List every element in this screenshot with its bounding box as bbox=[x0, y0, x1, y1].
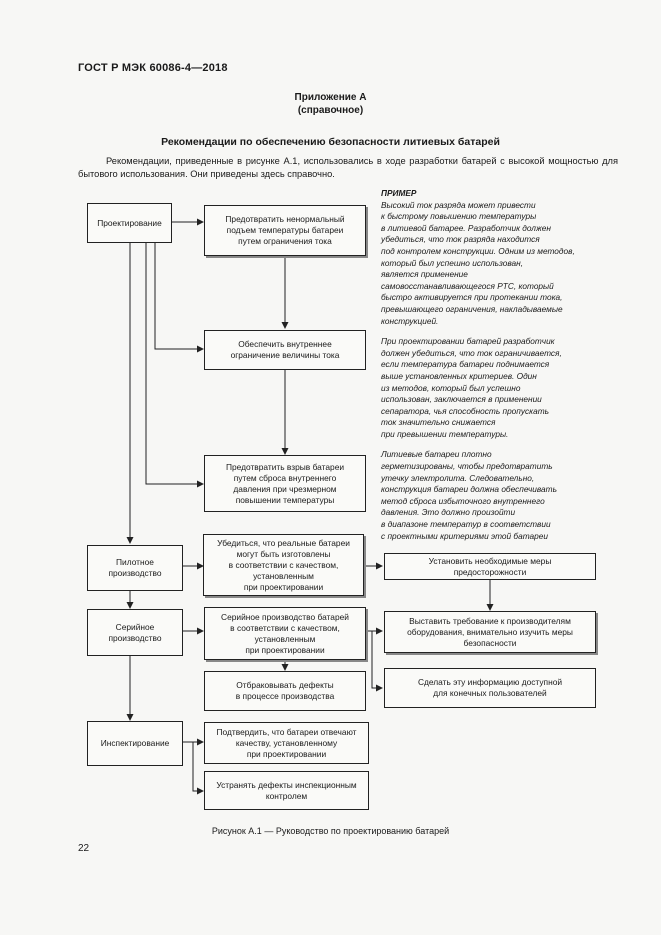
design-step-internal-limit: Обеспечить внутреннее ограничение величи… bbox=[204, 330, 366, 370]
intro-text: Рекомендации, приведенные в рисунке А.1,… bbox=[78, 156, 618, 179]
design-step-limit-current: Предотвратить ненормальный подъем темпер… bbox=[204, 205, 366, 256]
example-paragraph-2: При проектировании батарей разработчик д… bbox=[381, 336, 562, 439]
pilot-step-precautions: Установить необходимые меры предосторожн… bbox=[384, 553, 596, 580]
inspection-step-remove-defects: Устранять дефекты инспекционным контроле… bbox=[204, 771, 369, 810]
serial-step-requirements: Выставить требование к производителям об… bbox=[384, 611, 596, 653]
intro-paragraph: Рекомендации, приведенные в рисунке А.1,… bbox=[78, 155, 618, 181]
annex-note: (справочное) bbox=[297, 105, 364, 116]
page-number: 22 bbox=[78, 843, 90, 854]
example-header: ПРИМЕР bbox=[381, 188, 417, 198]
pilot-step-verify-quality: Убедиться, что реальные батареи могут бы… bbox=[203, 534, 364, 596]
annex-heading: Приложение А (справочное) bbox=[0, 91, 661, 117]
example-paragraph-3: Литиевые батареи плотно герметизированы,… bbox=[381, 449, 557, 541]
stage-inspection: Инспектирование bbox=[87, 721, 183, 766]
example-note: ПРИМЕР Высокий ток разряда может привест… bbox=[381, 188, 621, 551]
serial-step-inform-users: Сделать эту информацию доступной для кон… bbox=[384, 668, 596, 708]
annex-title: Приложение А bbox=[294, 92, 367, 103]
example-paragraph-1: Высокий ток разряда может привести к быс… bbox=[381, 199, 575, 326]
serial-step-production: Серийное производство батарей в соответс… bbox=[204, 607, 366, 660]
stage-design: Проектирование bbox=[87, 203, 172, 243]
figure-caption: Рисунок А.1 — Руководство по проектирова… bbox=[211, 826, 450, 836]
section-title: Рекомендации по обеспечению безопасности… bbox=[161, 136, 500, 148]
inspection-step-confirm-quality: Подтвердить, что батареи отвечают качест… bbox=[204, 722, 369, 764]
stage-serial-production: Серийное производство bbox=[87, 609, 183, 656]
design-step-pressure-relief: Предотвратить взрыв батареи путем сброса… bbox=[204, 455, 366, 512]
standard-header: ГОСТ Р МЭК 60086-4—2018 bbox=[78, 62, 228, 74]
serial-step-reject-defects: Отбраковывать дефекты в процессе произво… bbox=[204, 671, 366, 711]
stage-pilot-production: Пилотное производство bbox=[87, 545, 183, 591]
